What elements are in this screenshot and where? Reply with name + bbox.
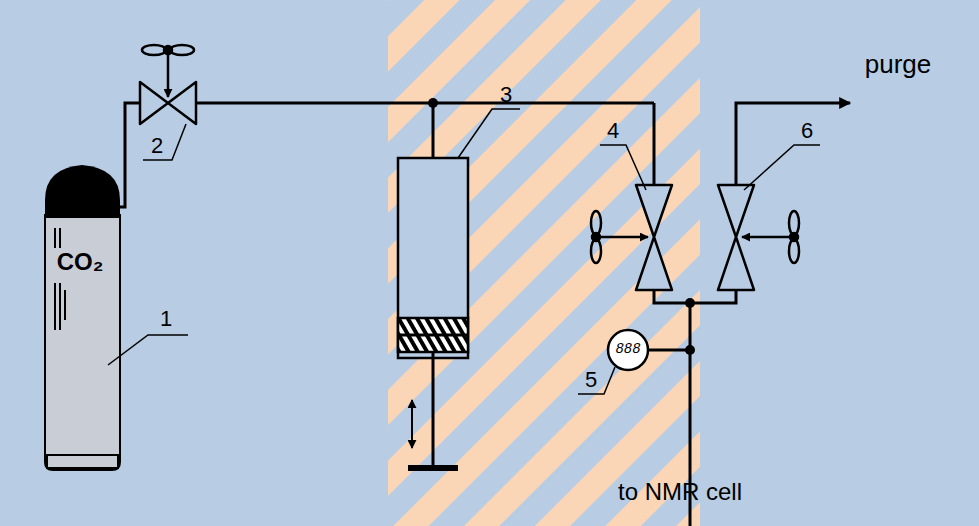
callout-number: 2	[151, 133, 163, 158]
callout-number: 6	[801, 118, 813, 143]
pipe	[432, 103, 435, 158]
co2-cylinder	[45, 165, 120, 470]
junction-dot	[428, 98, 438, 108]
valve-6	[790, 233, 798, 241]
syringe-3	[398, 158, 468, 358]
callout-number: 4	[607, 118, 619, 143]
pressure-gauge-5	[608, 330, 648, 370]
co2-cylinder	[45, 215, 120, 470]
pipe	[648, 349, 690, 352]
co2-cylinder	[59, 283, 61, 330]
valve-2	[142, 45, 166, 55]
junction-dot	[685, 298, 695, 308]
gauge-display: 888	[615, 341, 640, 357]
gas-label: CO₂	[57, 248, 104, 276]
valve-6	[742, 236, 794, 239]
valve-4	[596, 236, 648, 239]
syringe-3	[398, 334, 468, 337]
syringe-3	[398, 318, 468, 352]
co2-cylinder	[86, 178, 89, 186]
striped-zone	[388, 0, 700, 526]
co2-cylinder	[59, 228, 61, 248]
leader-line	[600, 145, 646, 190]
co2-cylinder	[54, 283, 56, 330]
syringe-3	[408, 465, 458, 471]
co2-cylinder	[64, 290, 66, 320]
leader-line	[108, 335, 188, 365]
valve-4	[591, 239, 601, 263]
callout-number: 3	[500, 82, 512, 107]
valve-2	[170, 45, 194, 55]
pipe	[736, 103, 850, 185]
co2-cylinder	[54, 228, 56, 248]
co2-cylinder	[77, 174, 97, 179]
pipe	[196, 102, 654, 105]
pressure-gauge-5	[608, 330, 648, 370]
leader-line	[143, 124, 186, 160]
syringe-3	[411, 400, 413, 448]
junction-dot	[685, 345, 695, 355]
valve-4	[592, 233, 600, 241]
callout-number: 1	[160, 306, 172, 331]
syringe-3	[432, 352, 435, 466]
valve-4	[591, 211, 601, 235]
outlet-label: purge	[865, 50, 932, 80]
pipe	[100, 103, 850, 526]
valve-2	[140, 45, 196, 124]
outlet-label: to NMR cell	[618, 478, 742, 506]
valve-6	[789, 239, 799, 263]
callout-number: 5	[585, 367, 597, 392]
valve-6	[789, 211, 799, 235]
leader-line	[578, 367, 615, 394]
co2-cylinder	[76, 196, 100, 205]
leader-line	[744, 145, 820, 190]
syringe-3	[398, 158, 468, 468]
pipe	[653, 103, 656, 185]
valve-2	[167, 50, 170, 97]
valve-4	[591, 185, 672, 290]
leader-line	[458, 109, 520, 158]
valve-6	[718, 185, 799, 290]
co2-cylinder	[47, 455, 118, 468]
co2-cylinder	[55, 228, 65, 330]
valve-2	[164, 46, 172, 54]
leader-line	[108, 109, 820, 394]
pipe	[654, 290, 736, 303]
co2-cylinder	[45, 165, 120, 218]
